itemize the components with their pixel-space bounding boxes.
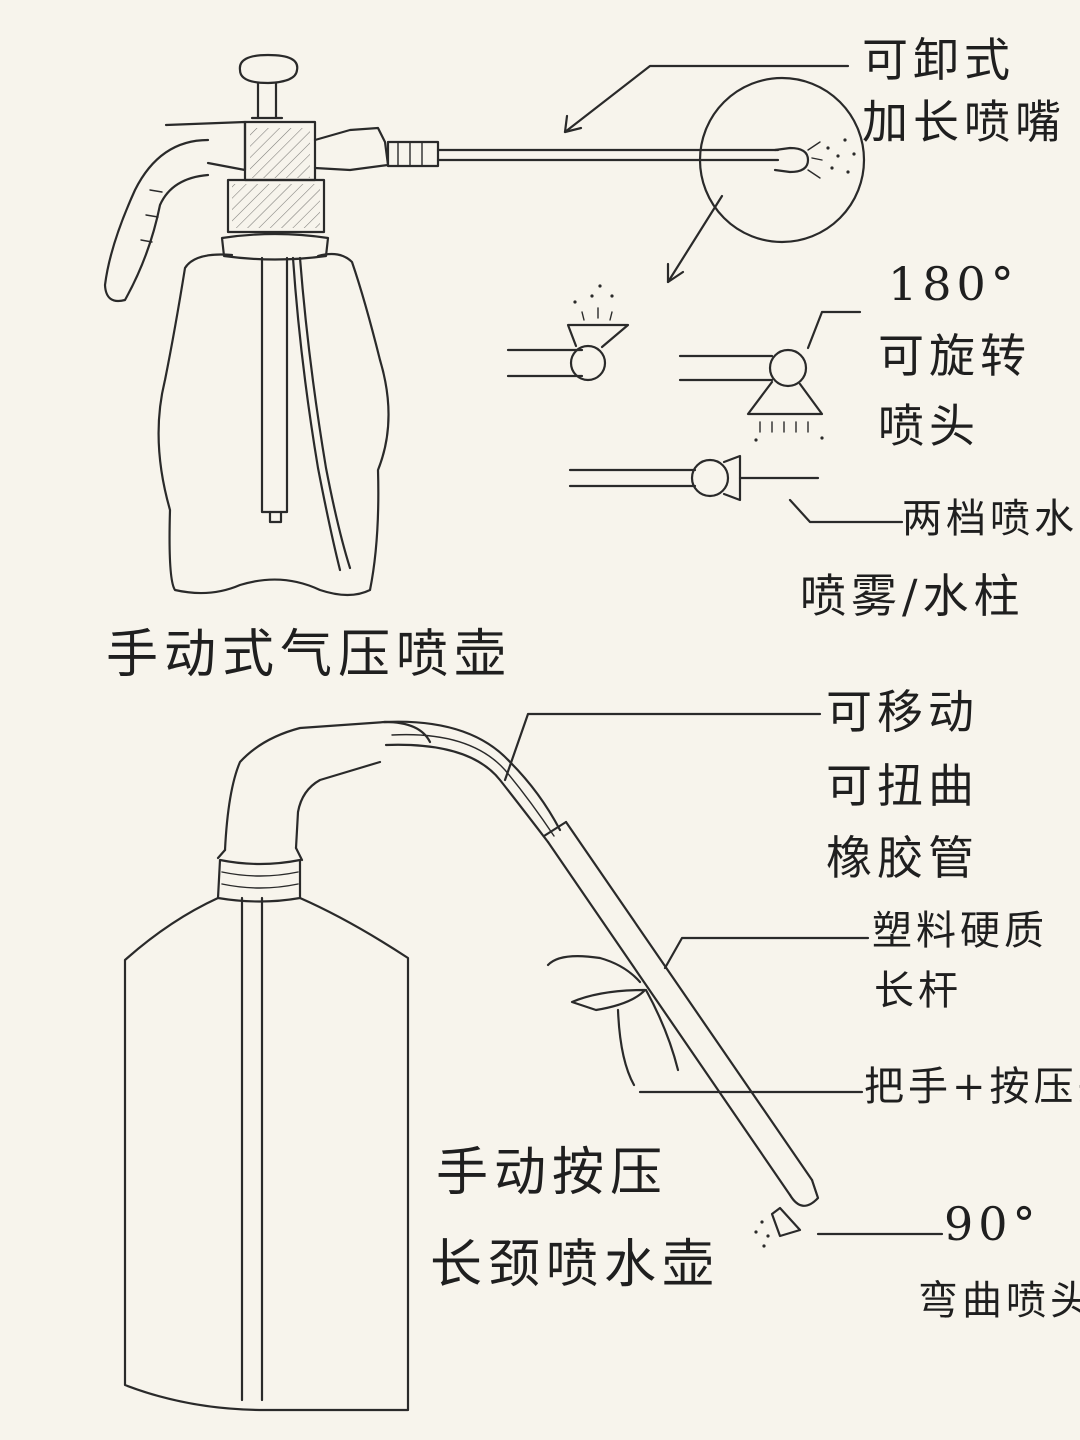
nozzle-leaders bbox=[788, 310, 904, 524]
label-handle: 把手+按压头 bbox=[864, 1064, 1080, 1110]
label-rotate-3: 喷头 bbox=[878, 399, 980, 453]
label-rod-2: 长杆 bbox=[874, 968, 962, 1014]
pressure-sprayer-drawing bbox=[103, 53, 780, 597]
sprayer-title: 手动式气压喷壶 bbox=[106, 625, 513, 685]
label-bend-angle: 90° bbox=[944, 1197, 1041, 1251]
bottle-title-1: 手动按压 bbox=[436, 1143, 669, 1203]
long-neck-bottle-drawing bbox=[123, 720, 820, 1412]
nozzle-zoom-callout bbox=[563, 64, 866, 284]
label-detachable-1: 可卸式 bbox=[862, 33, 1015, 87]
label-two-mode-1: 两档喷水 bbox=[902, 496, 1078, 542]
label-rod-1: 塑料硬质 bbox=[872, 908, 1048, 954]
nozzle-variants bbox=[506, 284, 824, 502]
bottle-leaders bbox=[503, 712, 944, 1236]
label-hose-3: 橡胶管 bbox=[826, 831, 979, 885]
label-rotate-angle: 180° bbox=[888, 257, 1019, 311]
label-bend-2: 弯曲喷头 bbox=[918, 1278, 1080, 1324]
label-two-mode-2: 喷雾/水柱 bbox=[800, 569, 1025, 623]
label-hose-1: 可移动 bbox=[826, 685, 979, 739]
label-detachable-2: 加长喷嘴 bbox=[862, 95, 1066, 149]
label-hose-2: 可扭曲 bbox=[826, 759, 979, 813]
bottle-title-2: 长颈喷水壶 bbox=[430, 1235, 721, 1295]
label-rotate-2: 可旋转 bbox=[878, 329, 1031, 383]
